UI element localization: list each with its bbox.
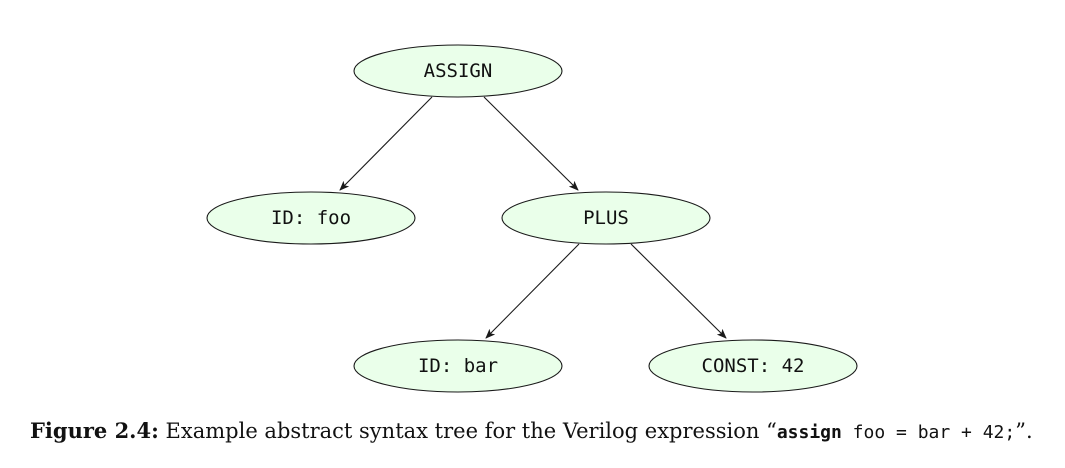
caption-code-keyword: assign: [776, 422, 842, 443]
edge-plus-to-id-bar: [485, 243, 580, 339]
node-plus: PLUS: [501, 191, 711, 245]
figure-caption: Figure 2.4: Example abstract syntax tree…: [30, 418, 1050, 443]
node-id-bar: ID: bar: [353, 339, 563, 393]
caption-text-after: ”.: [1015, 419, 1033, 443]
syntax-tree-diagram: ASSIGN ID: foo PLUS ID: bar CONST: 42: [206, 44, 858, 393]
node-assign: ASSIGN: [353, 44, 563, 98]
edge-assign-to-plus: [483, 96, 579, 191]
node-id-foo-label: ID: foo: [271, 207, 351, 229]
node-plus-label: PLUS: [583, 207, 629, 229]
edge-assign-to-id-foo: [339, 96, 433, 191]
caption-text-before: Example abstract syntax tree for the Ver…: [158, 419, 777, 443]
node-const-42: CONST: 42: [648, 339, 858, 393]
node-assign-label: ASSIGN: [424, 60, 493, 82]
caption-code-rest: foo = bar + 42;: [841, 422, 1016, 443]
caption-label: Figure 2.4:: [30, 418, 159, 443]
node-const-42-label: CONST: 42: [702, 355, 805, 377]
node-id-bar-label: ID: bar: [418, 355, 498, 377]
node-id-foo: ID: foo: [206, 191, 416, 245]
edge-plus-to-const-42: [630, 243, 727, 339]
